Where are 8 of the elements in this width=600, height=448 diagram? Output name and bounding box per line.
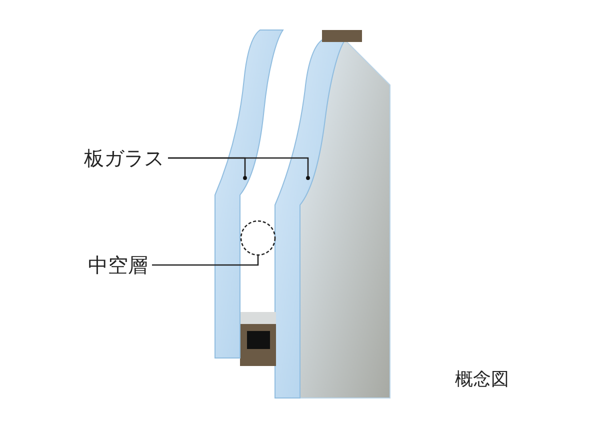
- callout-label: 中空層: [88, 253, 148, 277]
- glass-pane-drawing: [214, 30, 284, 358]
- callout-label: 板ガラス: [84, 146, 164, 170]
- caption-note: 概念図: [455, 368, 509, 392]
- air-gap-circle: [240, 220, 276, 256]
- glass-pane-drawing: [274, 40, 390, 398]
- leader-line: [152, 255, 259, 266]
- leader-line: [168, 157, 310, 180]
